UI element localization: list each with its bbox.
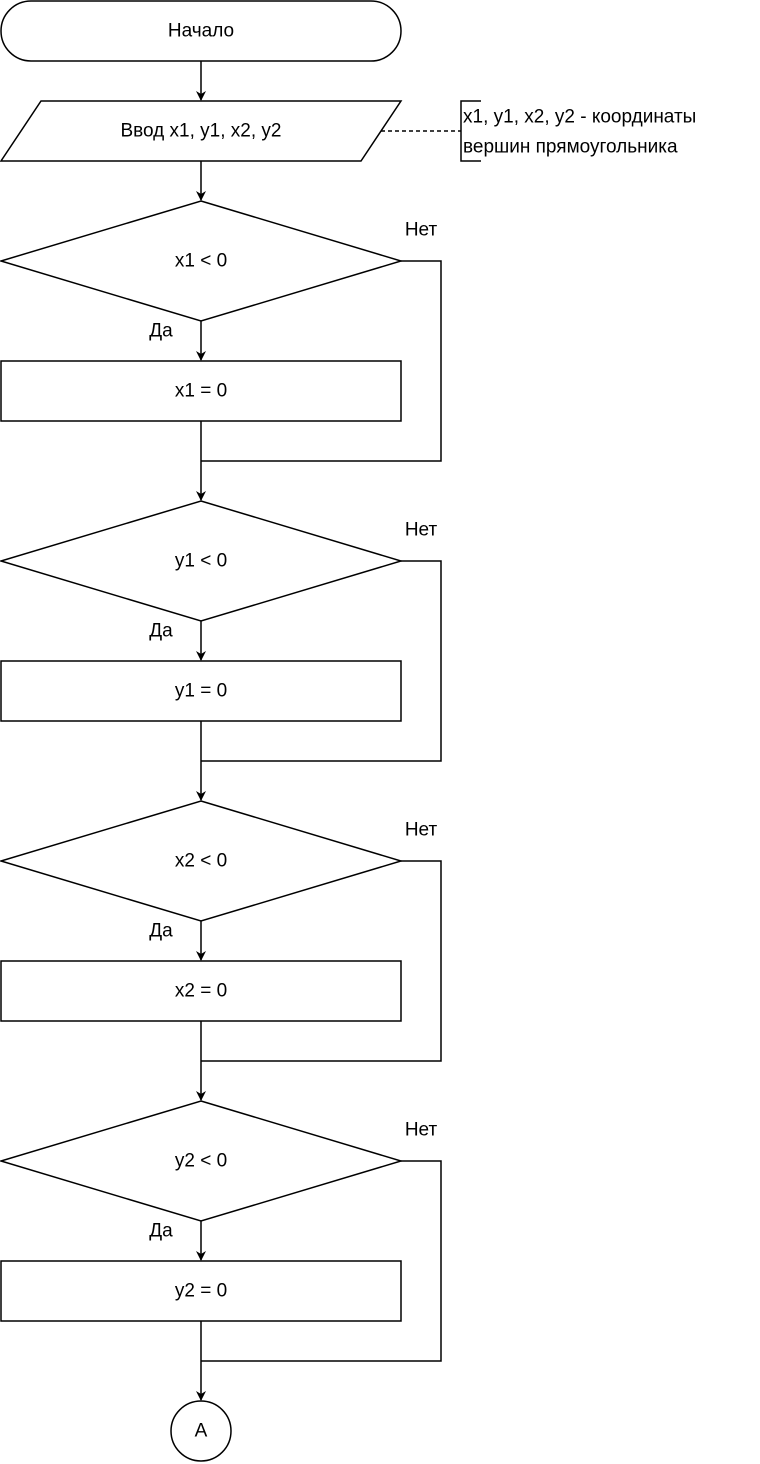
no-path bbox=[201, 860, 442, 1062]
comment-bracket bbox=[460, 100, 481, 162]
input-label: Ввод x1, y1, x2, y2 bbox=[120, 121, 281, 142]
action-box bbox=[0, 660, 402, 722]
action-box bbox=[0, 1260, 402, 1322]
decision-block: y2 < 0 Да y2 = 0 Нет bbox=[0, 1100, 442, 1401]
decision-condition: x1 < 0 bbox=[175, 251, 227, 272]
start-label: Начало bbox=[168, 21, 234, 42]
yes-label: Да bbox=[149, 1221, 173, 1242]
no-path bbox=[201, 260, 442, 462]
no-path bbox=[201, 1160, 442, 1362]
action-label: x1 = 0 bbox=[175, 381, 227, 402]
action-label: y1 = 0 bbox=[175, 681, 227, 702]
no-label: Нет bbox=[405, 1120, 438, 1141]
action-box bbox=[0, 360, 402, 422]
decision-condition: y2 < 0 bbox=[175, 1151, 227, 1172]
comment-line-1: x1, y1, x2, y2 - координаты bbox=[463, 107, 696, 128]
no-label: Нет bbox=[405, 220, 438, 241]
decision-block: x2 < 0 Да x2 = 0 Нет bbox=[0, 800, 442, 1101]
decision-block: y1 < 0 Да y1 = 0 Нет bbox=[0, 500, 442, 801]
connector-label: A bbox=[195, 1421, 208, 1442]
decision-condition: y1 < 0 bbox=[175, 551, 227, 572]
no-label: Нет bbox=[405, 820, 438, 841]
no-label: Нет bbox=[405, 520, 438, 541]
comment-line-2: вершин прямоугольника bbox=[463, 137, 678, 158]
decision-block: x1 < 0 Да x1 = 0 Нет bbox=[0, 200, 442, 501]
yes-label: Да bbox=[149, 921, 173, 942]
action-label: y2 = 0 bbox=[175, 1281, 227, 1302]
yes-label: Да bbox=[149, 321, 173, 342]
input-parallelogram bbox=[0, 100, 403, 162]
action-label: x2 = 0 bbox=[175, 981, 227, 1002]
yes-label: Да bbox=[149, 621, 173, 642]
decision-condition: x2 < 0 bbox=[175, 851, 227, 872]
no-path bbox=[201, 560, 442, 762]
connector-circle bbox=[170, 1400, 232, 1462]
